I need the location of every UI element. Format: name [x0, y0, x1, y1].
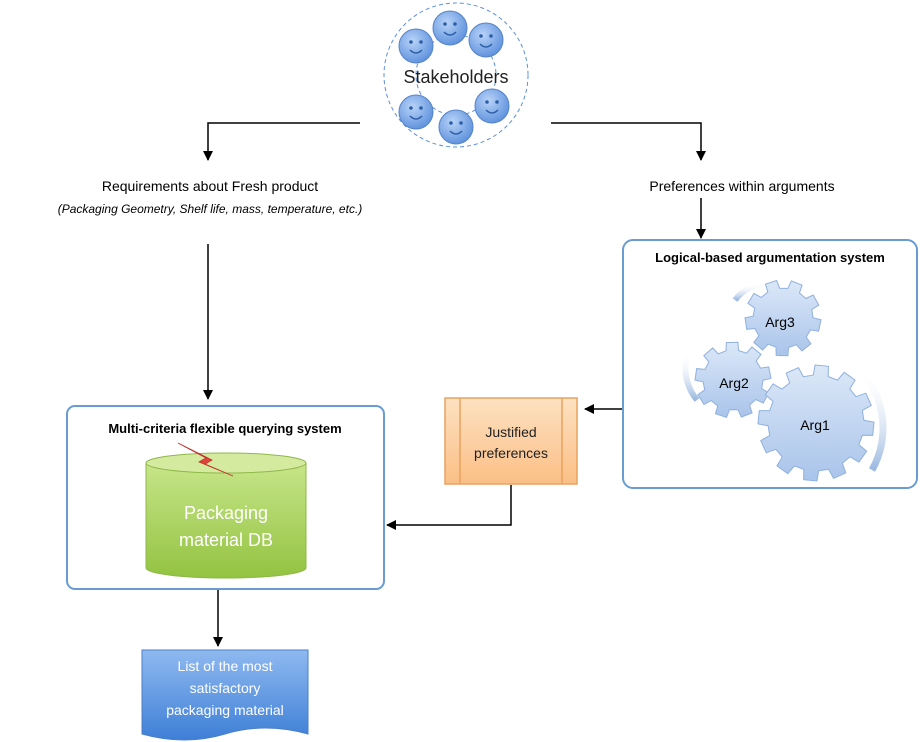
justified-preferences-box: Justified preferences: [444, 397, 578, 485]
justified-line2: preferences: [474, 445, 548, 461]
argumentation-title: Logical-based argumentation system: [655, 250, 885, 265]
smiley-face-icon: [468, 22, 504, 58]
smiley-face-icon: [398, 94, 434, 130]
lightning-icon: [177, 442, 234, 477]
gear-arg2: [694, 341, 772, 419]
rotation-arc-left: [682, 351, 700, 402]
db-label-line1: Packaging: [184, 503, 268, 523]
smiley-face-icon: [398, 28, 434, 64]
output-line1: List of the most: [178, 658, 273, 674]
preferences-title: Preferences within arguments: [649, 178, 834, 194]
rotation-arc-right: [852, 362, 887, 472]
gear-arg1-label: Arg1: [800, 417, 830, 433]
stakeholders-node: Stakeholders: [383, 2, 529, 148]
requirements-title: Requirements about Fresh product: [102, 178, 318, 194]
smiley-face-icon: [432, 10, 468, 46]
smiley-face-icon: [474, 88, 510, 124]
smiley-face-icon: [438, 109, 474, 145]
database-cylinder: Packaging material DB: [145, 452, 307, 579]
querying-title: Multi-criteria flexible querying system: [108, 421, 341, 436]
arrow-to-preferences: [551, 122, 706, 161]
gear-arg3-label: Arg3: [765, 314, 795, 330]
db-label-line2: material DB: [179, 530, 273, 550]
argumentation-box: Logical-based argumentation system Arg3 …: [622, 239, 918, 489]
requirements-subtitle: (Packaging Geometry, Shelf life, mass, t…: [58, 202, 363, 216]
output-line3: packaging material: [166, 702, 284, 718]
arrow-justified-to-querying: [386, 485, 512, 530]
justified-line1: Justified: [485, 424, 536, 440]
arrow-to-requirements: [203, 122, 360, 161]
querying-box: Multi-criteria flexible querying system …: [66, 405, 385, 590]
output-document: List of the most satisfactory packaging …: [141, 649, 309, 741]
stakeholder-faces: [398, 10, 510, 145]
gear-arg3: [744, 279, 822, 357]
gear-arg1: [757, 364, 875, 482]
gear-arg2-label: Arg2: [719, 375, 749, 391]
output-line2: satisfactory: [190, 680, 261, 696]
stakeholders-label: Stakeholders: [403, 67, 508, 87]
